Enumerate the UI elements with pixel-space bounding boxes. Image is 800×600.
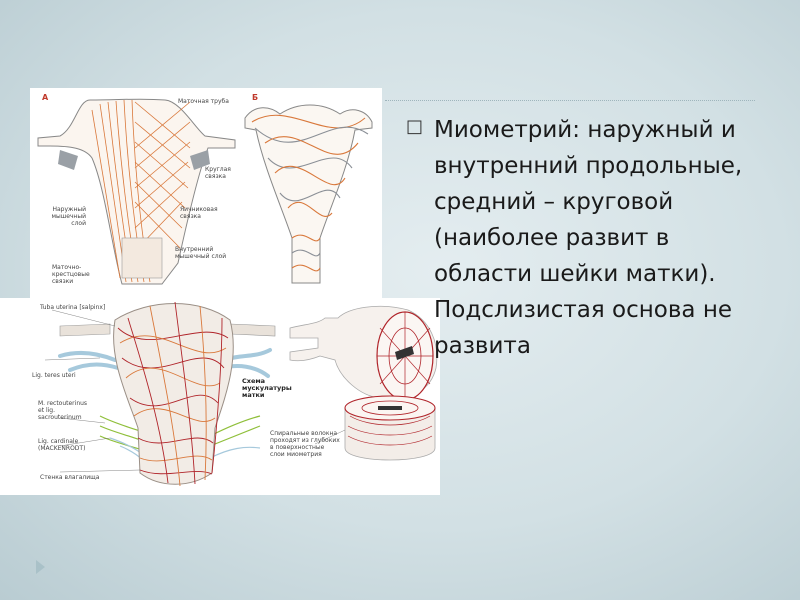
label-outer-layer: Наружный мышечный слой (51, 206, 86, 227)
label-rectouterinus: M. rectouterinus et lig. sacrouterinum (38, 400, 88, 421)
text-block: □ Миометрий: наружный и внутренний продо… (406, 112, 766, 364)
label-sacral-lig: Маточно-крестцовые связки (52, 264, 90, 285)
uterus-musculature-diagram (44, 301, 438, 487)
figure-panel-bottom: Tuba uterina [salpinx] Lig. teres uteri … (0, 298, 440, 495)
triangle-right-icon[interactable] (36, 560, 45, 574)
panel-b-letter: Б (252, 93, 259, 102)
figure-panel-top: А Маточная труба Круглая связка Наружный… (30, 88, 382, 298)
panel-a-letter: А (42, 93, 49, 102)
label-tuba: Tuba uterina [salpinx] (40, 304, 106, 311)
divider-rule (385, 100, 755, 101)
uterus-diagram-a-b (37, 98, 373, 285)
label-spiral: Спиральные волокна проходят из глубоких … (270, 430, 340, 458)
label-tube: Маточная труба (178, 98, 229, 105)
label-inner-layer: Внутренний мышечный слой (175, 246, 227, 260)
label-cardinale: Lig. cardinale (MACKENRODT) (38, 438, 86, 452)
hollow-square-bullet-icon: □ (406, 116, 424, 137)
label-scheme: Схема мускулатуры матки (242, 377, 292, 399)
label-ovarian-lig: Яичниковая связка (180, 206, 218, 220)
label-vagina: Стенка влагалища (40, 474, 100, 481)
body-text: Миометрий: наружный и внутренний продоль… (434, 117, 743, 359)
label-teres: Lig. teres uteri (32, 372, 76, 379)
label-round-lig: Круглая связка (205, 166, 231, 180)
